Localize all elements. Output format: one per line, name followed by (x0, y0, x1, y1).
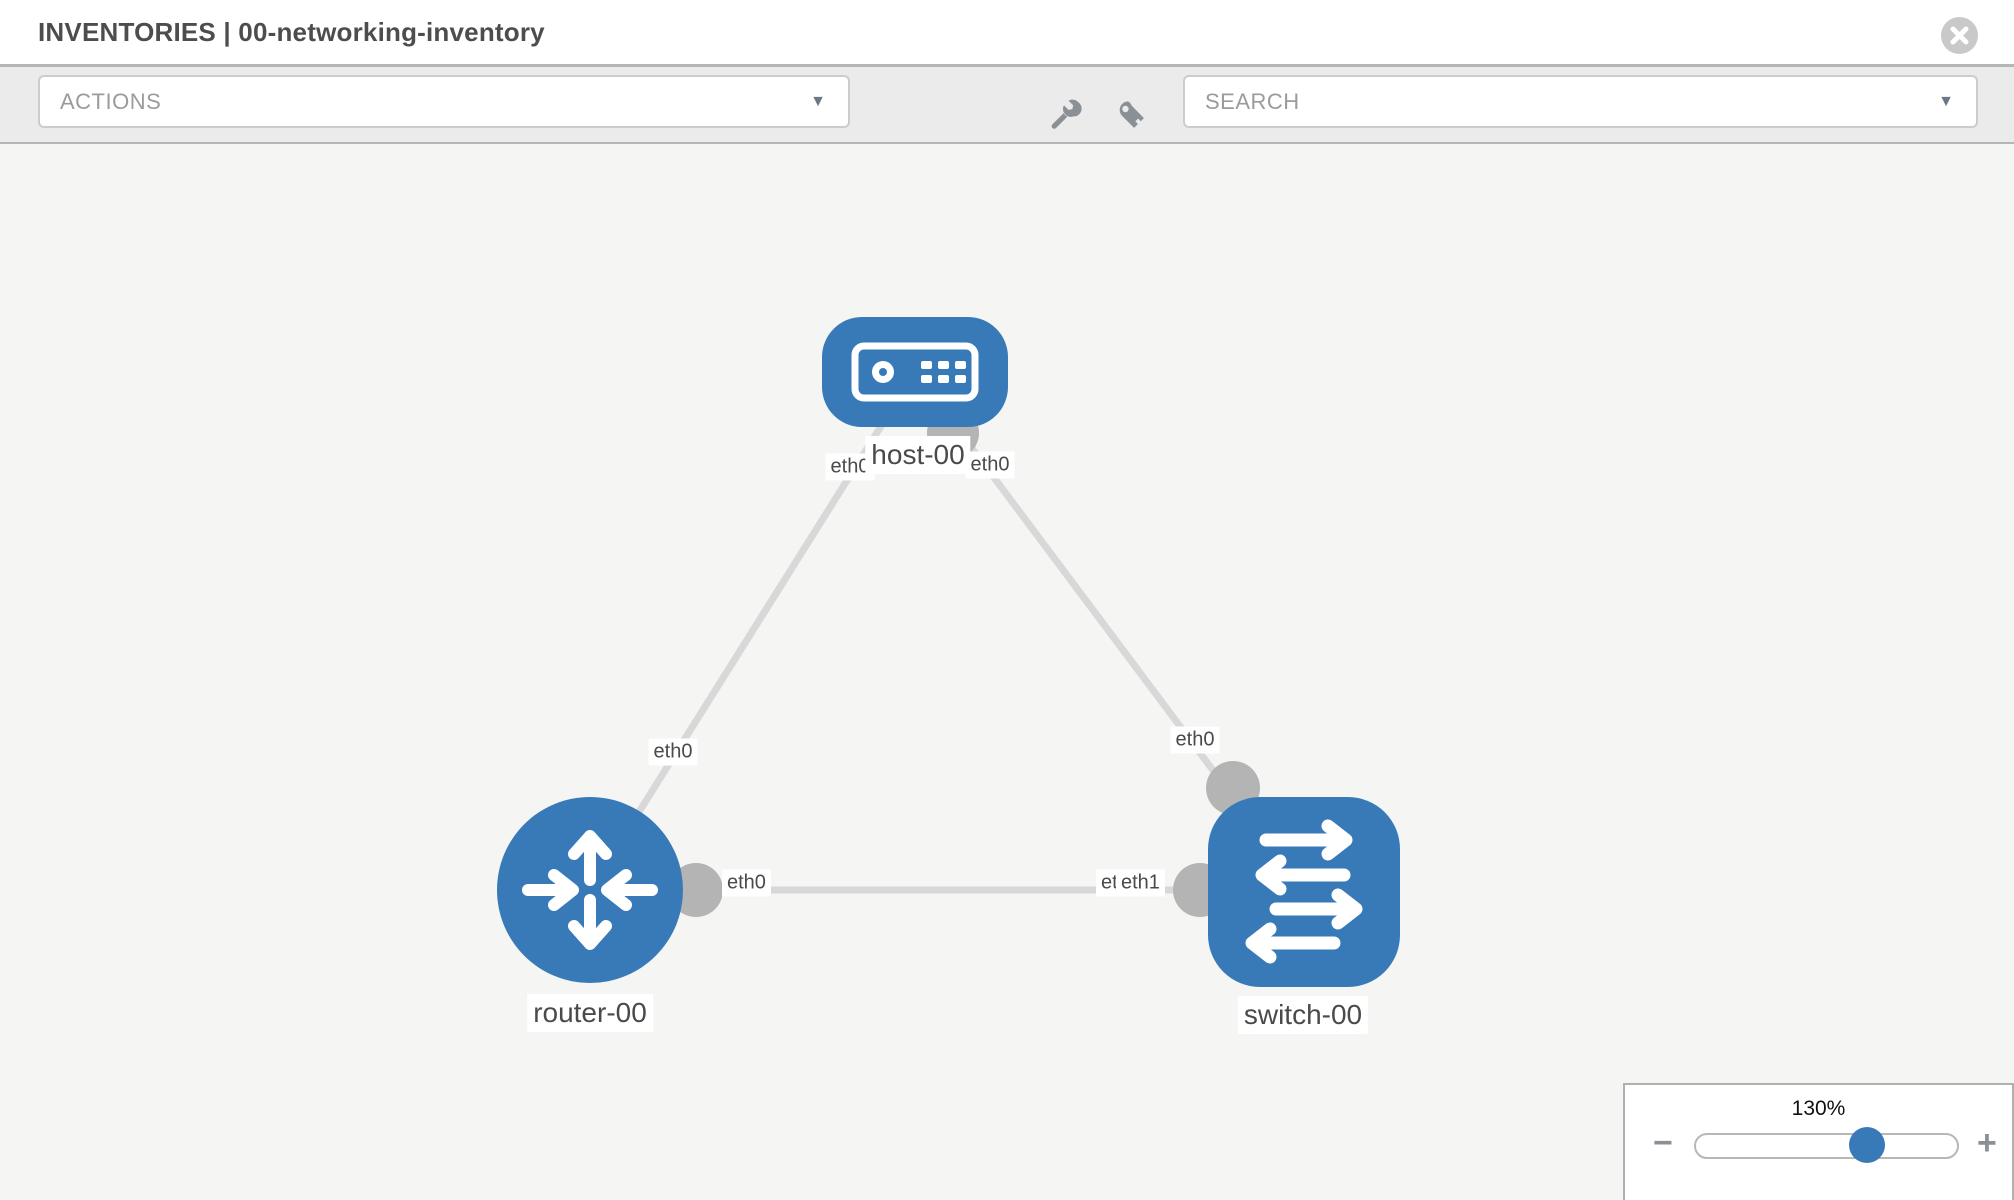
interface-label: eth0 (722, 869, 771, 897)
interface-label: eth0 (965, 451, 1015, 479)
search-dropdown-label: SEARCH (1205, 88, 1300, 114)
chevron-down-icon: ▼ (810, 92, 826, 110)
zoom-slider-thumb[interactable] (1849, 1127, 1885, 1163)
actions-dropdown-label: ACTIONS (60, 88, 162, 114)
interface-label: eth0 (648, 738, 698, 766)
search-dropdown[interactable]: SEARCH ▼ (1183, 75, 1978, 128)
wrench-icon (1051, 99, 1082, 129)
interface-connectors (669, 407, 1260, 917)
node-label-host: host-00 (865, 436, 971, 474)
page-title: INVENTORIES | 00-networking-inventory (38, 16, 545, 47)
switch-icon (1245, 819, 1363, 964)
zoom-panel: 130% − + (1623, 1083, 2014, 1200)
zoom-slider[interactable] (1694, 1127, 1959, 1163)
tools-button[interactable] (1045, 93, 1085, 133)
node-label-router: router-00 (527, 994, 653, 1032)
connector-router-eth0[interactable] (669, 863, 723, 917)
key-icon (1119, 101, 1144, 128)
zoom-out-button[interactable]: − (1653, 1124, 1673, 1162)
actions-dropdown[interactable]: ACTIONS ▼ (38, 75, 850, 128)
host-icon (851, 342, 979, 402)
close-button[interactable] (1941, 17, 1978, 54)
interface-label: eth0 (1170, 726, 1220, 754)
topology-canvas[interactable]: eth0 eth0 eth0 eth0 eth0 eth0 eth1 host-… (0, 144, 2014, 1200)
close-icon (1950, 26, 1969, 45)
node-host-00[interactable] (822, 317, 1008, 427)
chevron-down-icon: ▼ (1938, 92, 1954, 110)
node-switch-00[interactable] (1208, 797, 1400, 987)
header: INVENTORIES | 00-networking-inventory (0, 0, 2014, 64)
credentials-button[interactable] (1113, 96, 1153, 136)
zoom-in-button[interactable]: + (1977, 1124, 1997, 1162)
zoom-level: 130% (1791, 1097, 1846, 1120)
interface-label: eth1 (1116, 869, 1165, 897)
node-label-switch: switch-00 (1237, 996, 1369, 1034)
router-icon (522, 830, 658, 950)
node-router-00[interactable] (497, 797, 683, 983)
